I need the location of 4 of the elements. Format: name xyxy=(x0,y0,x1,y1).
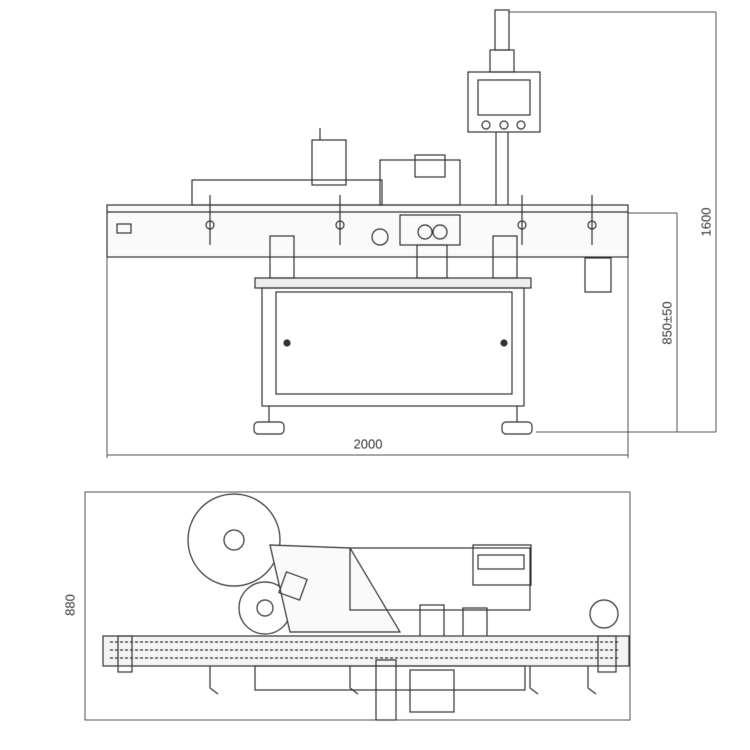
dimension-label: 850±50 xyxy=(660,300,674,346)
dimension-label: 1600 xyxy=(700,206,712,238)
dimension-label: 880 xyxy=(64,593,76,617)
dimension-label: 2000 xyxy=(352,438,384,450)
